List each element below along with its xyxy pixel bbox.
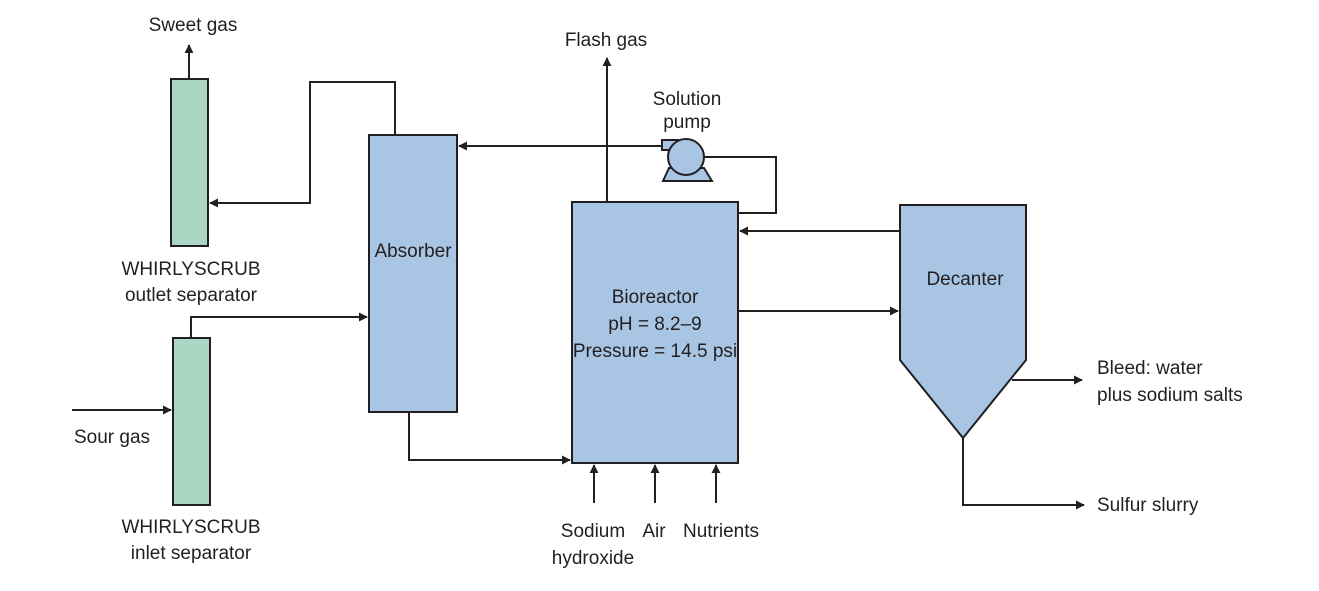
sodium-hydroxide-label-line1: Sodium (561, 521, 625, 542)
sweet-gas-label: Sweet gas (149, 15, 238, 36)
solution-pump-label-line1: Solution (653, 89, 722, 110)
outlet-separator-vessel (170, 78, 209, 247)
bleed-label-line1: Bleed: water (1097, 358, 1203, 379)
inlet-separator-vessel (172, 337, 211, 506)
solution-pump-label-line2: pump (663, 112, 711, 133)
absorber-to-outlet-separator-line (209, 81, 396, 208)
bioreactor-to-pump-line (704, 156, 777, 214)
decanter-vessel (899, 204, 1027, 440)
nutrients-label: Nutrients (683, 521, 759, 542)
sodium-hydroxide-label-line2: hydroxide (552, 548, 634, 569)
inlet-separator-label-line1: WHIRLYSCRUB (122, 517, 261, 538)
absorber-label: Absorber (374, 241, 452, 262)
absorber-to-bioreactor-line (408, 412, 571, 465)
bleed-label-line2: plus sodium salts (1097, 385, 1243, 406)
sulfur-slurry-arrow (962, 438, 1085, 510)
outlet-separator-label-line2: outlet separator (125, 285, 258, 306)
bioreactor-label-line2: pH = 8.2–9 (608, 314, 702, 335)
absorber-vessel (368, 134, 458, 413)
bioreactor-label-line3: Pressure = 14.5 psi (573, 341, 737, 362)
outlet-separator-label-line1: WHIRLYSCRUB (122, 259, 261, 280)
sour-gas-label: Sour gas (74, 427, 150, 448)
inlet-separator-label-line2: inlet separator (131, 543, 252, 564)
sulfur-slurry-label: Sulfur slurry (1097, 495, 1199, 516)
bioreactor-label-line1: Bioreactor (612, 287, 699, 308)
flash-gas-label: Flash gas (565, 30, 647, 51)
solution-pump-icon (661, 138, 714, 182)
decanter-label: Decanter (926, 269, 1004, 290)
bioreactor-vessel (571, 201, 739, 464)
inlet-separator-to-absorber-line (190, 312, 368, 338)
air-label: Air (642, 521, 666, 542)
